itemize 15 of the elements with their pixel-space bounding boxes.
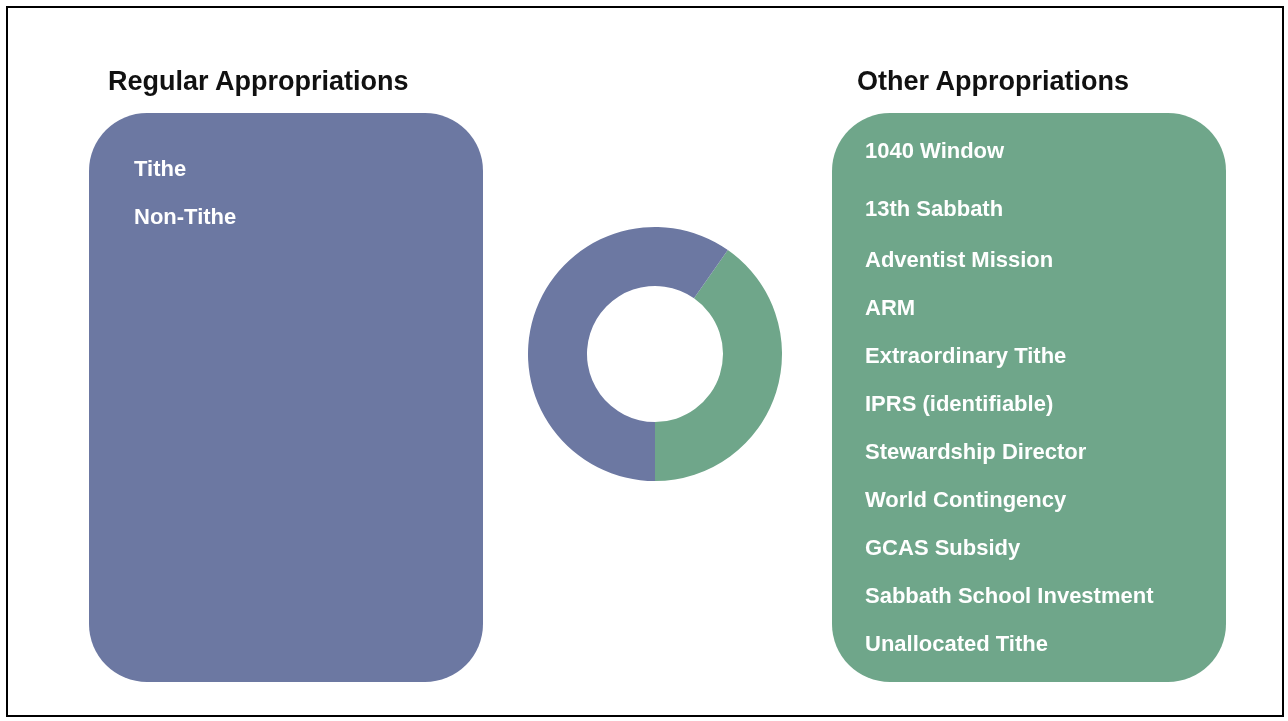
list-item: ARM — [865, 295, 916, 321]
list-item: 1040 Window — [865, 138, 1005, 164]
panel-heading: Regular Appropriations — [108, 66, 409, 97]
list-item: World Contingency — [865, 487, 1067, 513]
list-item: IPRS (identifiable) — [865, 391, 1054, 417]
list-item: 13th Sabbath — [865, 196, 1004, 222]
list-item: Sabbath School Investment — [865, 583, 1154, 609]
list-item: Stewardship Director — [865, 439, 1087, 465]
list-item: Adventist Mission — [865, 247, 1054, 273]
panel-heading: Other Appropriations — [857, 66, 1129, 97]
list-item: Tithe — [134, 156, 187, 182]
list-item: GCAS Subsidy — [865, 535, 1021, 561]
list-item: Non-Tithe — [134, 204, 237, 230]
list-item: Unallocated Tithe — [865, 631, 1048, 657]
list-item: Extraordinary Tithe — [865, 343, 1067, 369]
